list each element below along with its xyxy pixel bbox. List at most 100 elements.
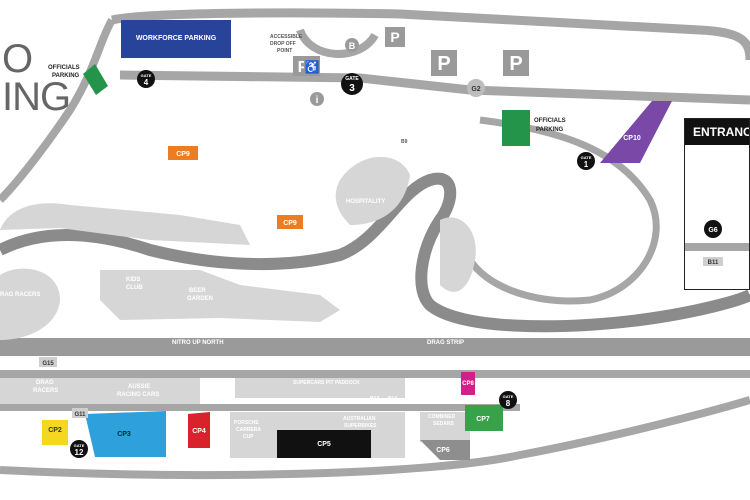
car-park-officials-left[interactable] (83, 64, 108, 95)
lower-road (0, 370, 750, 378)
entrance-road (685, 243, 749, 251)
bus-symbol: B (349, 41, 356, 51)
parking-symbol-3: P (509, 53, 522, 75)
officials-left-label-1: OFFICIALS (48, 65, 80, 71)
label-cp5: CP5 (317, 441, 331, 448)
entrance-bay-label: B11 (708, 260, 719, 266)
map-title-line-1: O (2, 37, 33, 81)
car-park-cp6[interactable] (420, 440, 470, 460)
gate-1[interactable]: GATE 1 (577, 152, 595, 170)
race-track (0, 172, 750, 333)
parking-sign-3 (503, 50, 529, 76)
officials-right-label-1: OFFICIALS (534, 118, 566, 124)
officials-left-label-2: PARKING (52, 73, 80, 79)
superbikes-label-2: SUPERBIKES (344, 423, 377, 429)
gate-12[interactable]: GATE 12 (70, 440, 88, 458)
gate-1-icon (577, 152, 595, 170)
drop-off-loop (296, 28, 379, 58)
race-track-infield (467, 116, 660, 305)
info-symbol: i (316, 95, 319, 106)
b7-label: B7 (411, 380, 418, 386)
parking-symbol-2: P (437, 53, 450, 75)
porsche-label-3: CUP (243, 434, 254, 440)
car-park-officials-right[interactable] (502, 110, 530, 146)
drag-strip (0, 338, 750, 356)
drag-racers-top-label: RAG RACERS (0, 292, 40, 298)
b14-label: B14 (388, 396, 397, 402)
gate-4[interactable]: GATE 4 (137, 70, 155, 88)
superbikes-label-1: AUSTRALIAN (343, 416, 376, 422)
entrance-gate-label: G6 (708, 227, 717, 234)
accessible-label-2: DROP OFF (270, 41, 296, 47)
car-park-cp2[interactable] (42, 420, 68, 445)
label-cp10: CP10 (623, 135, 641, 142)
accessible-label-1: ACCESSIBLE (270, 34, 303, 40)
form-up-label-3: AREA (435, 394, 450, 400)
gate-12-top: GATE (74, 443, 85, 448)
bottom-road (0, 396, 750, 479)
label-cp8: CP8 (462, 381, 474, 387)
kids-club-label-1: KIDS (126, 277, 140, 283)
car-park-cp9-lower[interactable] (277, 215, 303, 229)
parking-signs: P ♿ P P P i B (293, 27, 529, 106)
car-park-cp7[interactable] (465, 405, 503, 431)
gate-8[interactable]: GATE 8 (499, 391, 517, 409)
label-workforce: WORKFORCE PARKING (136, 35, 217, 42)
label-cp7: CP7 (476, 416, 490, 423)
entrance-b-header: ENTRANCE B A (685, 119, 749, 145)
entrance-bay-marker (703, 257, 723, 266)
accessible-sign (304, 56, 320, 76)
parking-sign-2 (431, 50, 457, 76)
gate-12-num: 12 (75, 448, 84, 457)
g15-label: G15 (42, 361, 54, 367)
hospitality-label: HOSPITALITY (346, 199, 385, 205)
supercars-paddock-label: SUPERCARS PIT PADDOCK (293, 380, 360, 386)
form-up-label-2: UP (438, 387, 446, 393)
gate-1-num: 1 (584, 160, 589, 169)
car-park-cp9-upper[interactable] (168, 146, 198, 160)
bus-stop-icon (345, 38, 359, 52)
beer-garden-label-1: BEER (189, 288, 206, 294)
g15-marker (39, 357, 57, 367)
gate-1-top: GATE (581, 155, 592, 160)
aussie-racing-label-2: RACING CARS (117, 392, 159, 398)
form-up-label-1: FORM (434, 380, 449, 386)
b9-label: B9 (401, 139, 408, 145)
gate-3[interactable]: GATE 3 (341, 73, 363, 95)
gate-3-top: GATE (345, 76, 359, 82)
label-cp3: CP3 (117, 431, 131, 438)
car-park-cp8[interactable] (461, 372, 475, 395)
entrance-gate-icon (704, 220, 722, 238)
accessible-label-3: POINT (277, 48, 292, 54)
car-park-cp10[interactable] (600, 101, 672, 163)
gate-3-num: 3 (349, 83, 355, 94)
nitro-up-north-label: NITRO UP NORTH (172, 340, 224, 346)
pit-road (0, 404, 520, 411)
b8-label: B8 (411, 393, 418, 399)
label-cp9-upper: CP9 (176, 151, 190, 158)
car-park-cp5[interactable] (277, 430, 371, 458)
label-cp2: CP2 (48, 427, 62, 434)
perimeter-road-left (0, 17, 116, 203)
accessible-icon: ♿ (305, 60, 320, 74)
beer-garden-label-2: GARDEN (187, 296, 213, 302)
parking-symbol-4: P (390, 29, 399, 45)
porsche-label-1: PORSCHE (234, 420, 259, 426)
access-road-top (119, 70, 750, 105)
label-cp9-lower: CP9 (283, 220, 297, 227)
map-title: O ING (2, 37, 71, 117)
gate-4-top: GATE (141, 73, 152, 78)
officials-right-label-2: PARKING (536, 127, 564, 133)
label-cp4: CP4 (192, 428, 206, 435)
car-park-workforce[interactable] (121, 20, 231, 58)
car-park-cp3[interactable] (85, 411, 166, 457)
g11-label: G11 (74, 412, 86, 418)
aussie-racing-label-1: AUSSIE (128, 384, 150, 390)
car-park-cp4[interactable] (188, 412, 210, 448)
gate-8-num: 8 (506, 399, 511, 408)
gate-4-icon (137, 70, 155, 88)
entrance-b-panel: ENTRANCE B A G6 B11 (684, 118, 750, 290)
label-cp6: CP6 (436, 447, 450, 454)
gate-4-num: 4 (144, 78, 149, 87)
